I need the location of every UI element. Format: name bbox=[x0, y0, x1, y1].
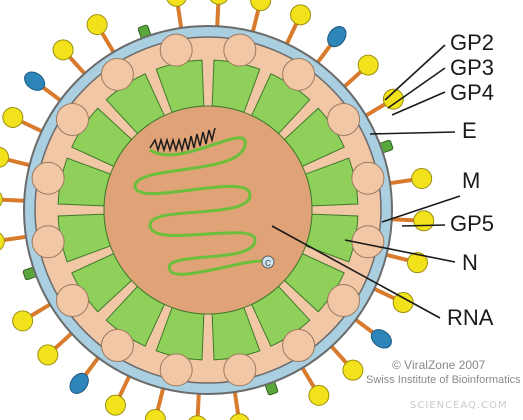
rna-genome bbox=[133, 136, 269, 276]
gp5-knob bbox=[0, 232, 5, 251]
m-protein bbox=[21, 119, 43, 133]
label-m: M bbox=[462, 168, 481, 193]
surface-glycoproteins bbox=[0, 0, 435, 420]
m-protein bbox=[117, 375, 131, 397]
m-protein bbox=[391, 217, 414, 223]
label-e: E bbox=[462, 118, 477, 143]
gp5-knob bbox=[0, 146, 10, 168]
label-gp4: GP4 bbox=[450, 80, 495, 105]
pointer-gp2 bbox=[384, 44, 446, 101]
gp5-knob bbox=[86, 14, 108, 36]
capsid-bump bbox=[282, 329, 316, 363]
gp2-4-complex bbox=[69, 372, 89, 394]
gp5-knob bbox=[37, 344, 59, 366]
capsid-bump bbox=[223, 33, 257, 67]
gp5-knob bbox=[413, 210, 435, 232]
m-protein bbox=[354, 318, 375, 335]
m-protein bbox=[175, 5, 184, 29]
capsid-bump bbox=[55, 102, 89, 136]
label-n: N bbox=[462, 250, 478, 275]
m-protein bbox=[389, 177, 413, 186]
watermark: SCIENCEAQ.COM bbox=[410, 400, 508, 411]
m-protein bbox=[155, 387, 166, 411]
m-protein bbox=[30, 302, 52, 318]
capsid-bump bbox=[282, 57, 316, 91]
label-gp3: GP3 bbox=[450, 55, 495, 80]
m-protein bbox=[2, 197, 25, 203]
m-protein bbox=[329, 345, 348, 365]
gp5-knob bbox=[357, 54, 379, 76]
m-protein bbox=[215, 4, 221, 27]
gp5-knob bbox=[406, 252, 428, 274]
m-protein bbox=[373, 287, 395, 301]
gp5-knob bbox=[290, 4, 312, 26]
gp5-knob bbox=[2, 106, 24, 128]
capsid-bump bbox=[31, 161, 65, 195]
rna-cap: C bbox=[261, 255, 275, 269]
gp5-knob bbox=[382, 88, 404, 110]
capsid-bump bbox=[31, 225, 65, 259]
credit-line-1: © ViralZone 2007 bbox=[392, 358, 486, 372]
m-protein bbox=[343, 70, 363, 89]
pointer-rna bbox=[271, 225, 441, 319]
gp5-knob bbox=[188, 415, 207, 420]
pointer-gp3 bbox=[387, 67, 446, 109]
gp2-4-complex bbox=[24, 71, 46, 91]
m-protein bbox=[53, 331, 73, 350]
m-protein bbox=[100, 32, 116, 54]
gp5-knob bbox=[0, 192, 3, 207]
capsid-bump bbox=[159, 353, 193, 387]
m-protein bbox=[316, 43, 333, 64]
m-protein bbox=[195, 393, 201, 416]
m-protein bbox=[83, 356, 100, 377]
label-gp2: GP2 bbox=[450, 30, 495, 55]
m-protein bbox=[3, 234, 27, 243]
m-protein bbox=[300, 366, 316, 388]
pointer-lines bbox=[271, 44, 461, 319]
gp5-knob bbox=[308, 384, 330, 406]
gp2-4-complex bbox=[327, 26, 347, 48]
m-protein bbox=[232, 391, 241, 415]
pointer-m bbox=[381, 195, 461, 223]
gp5-knob bbox=[12, 310, 34, 332]
credit-line-2: Swiss Institute of Bioinformatics bbox=[366, 374, 521, 386]
pointer-gp4 bbox=[391, 91, 446, 116]
rna-coil bbox=[149, 127, 216, 153]
gp5-knob bbox=[342, 359, 364, 381]
m-protein bbox=[385, 252, 409, 263]
label-gp5: GP5 bbox=[450, 211, 495, 236]
gp5-knob bbox=[250, 0, 272, 12]
m-protein bbox=[41, 85, 62, 102]
gp5-knob bbox=[52, 39, 74, 61]
pointer-gp5 bbox=[401, 224, 446, 227]
m-protein bbox=[7, 157, 31, 168]
gp5-knob bbox=[104, 394, 126, 416]
capsid-bump bbox=[100, 329, 134, 363]
gp5-knob bbox=[411, 168, 433, 190]
capsid-bump bbox=[100, 57, 134, 91]
gp5-knob bbox=[209, 0, 228, 5]
capsid-bump bbox=[327, 102, 361, 136]
gp2-4-complex bbox=[370, 329, 392, 349]
capsid-bump bbox=[327, 284, 361, 318]
m-protein bbox=[68, 55, 87, 75]
gp5-knob bbox=[229, 413, 250, 420]
capsid-bump bbox=[351, 161, 385, 195]
gp5-knob bbox=[144, 408, 166, 420]
label-rna: RNA bbox=[447, 305, 494, 330]
m-protein bbox=[364, 102, 386, 118]
rna-cap-symbol: C bbox=[265, 259, 271, 268]
m-protein bbox=[285, 23, 299, 45]
m-protein bbox=[250, 9, 261, 33]
capsid-bump bbox=[55, 284, 89, 318]
nucleocapsid-ring bbox=[31, 33, 385, 387]
gp5-knob bbox=[166, 0, 187, 7]
pointer-n bbox=[344, 239, 456, 263]
capsid-bump bbox=[159, 33, 193, 67]
pointer-e bbox=[369, 131, 456, 135]
capsid-bump bbox=[223, 353, 257, 387]
